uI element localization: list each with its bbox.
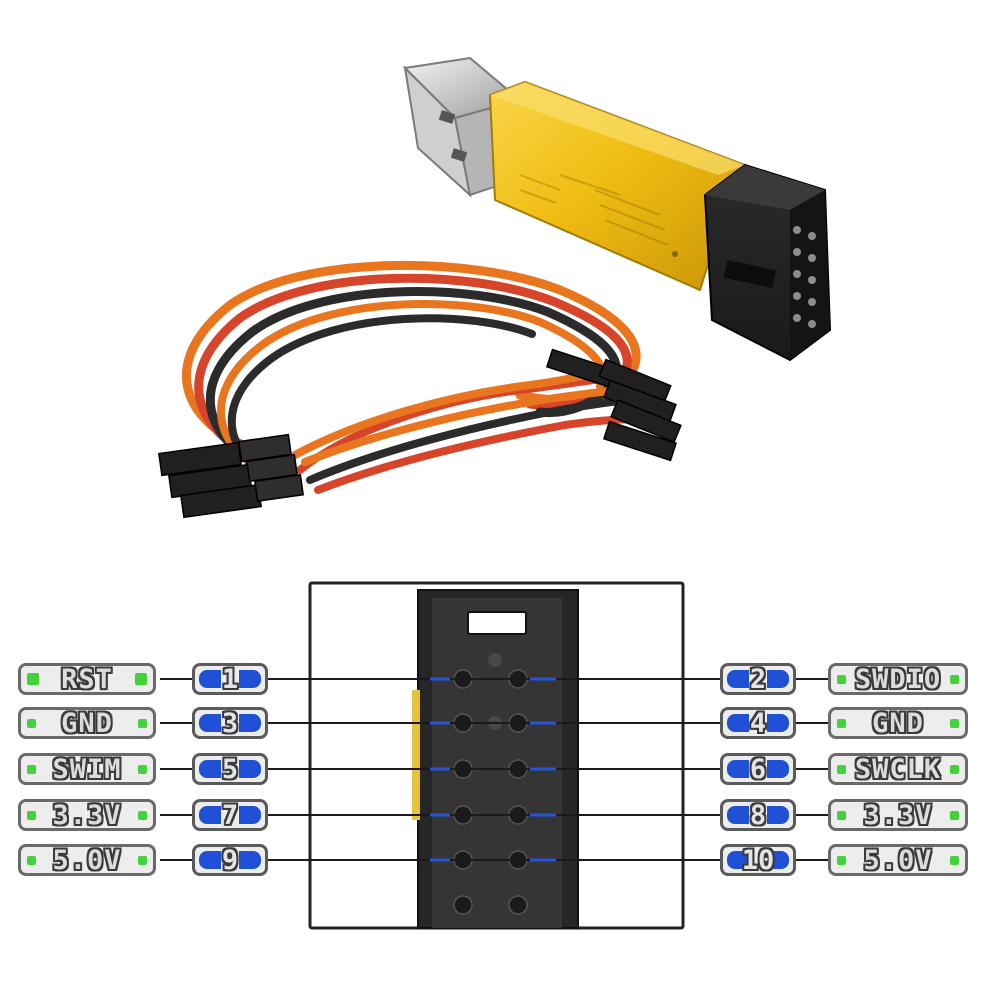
pin-number-10: 10	[720, 844, 796, 876]
dupont-housings-right	[545, 348, 682, 462]
connector-key-slot	[467, 611, 527, 635]
pin-label-swclk: SWCLK	[828, 753, 968, 785]
pin-number-4: 4	[720, 707, 796, 739]
pin-number-7: 7	[192, 799, 268, 831]
pinout-diagram	[160, 581, 840, 930]
dupont-housings-left	[158, 433, 305, 519]
pin-number-6: 6	[720, 753, 796, 785]
pin-label-5v0-right: 5.0V	[828, 844, 968, 876]
pin-number-1: 1	[192, 663, 268, 695]
pin-label-gnd-left: GND	[18, 707, 156, 739]
pin-label-3v3-right: 3.3V	[828, 799, 968, 831]
pin-number-3: 3	[192, 707, 268, 739]
pin-number-5: 5	[192, 753, 268, 785]
pin-label-rst: RST	[18, 663, 156, 695]
pin-label-swim: SWIM	[18, 753, 156, 785]
dongle-shell	[488, 80, 747, 292]
pin-number-8: 8	[720, 799, 796, 831]
pin-marker-lines	[430, 677, 556, 862]
pin-label-gnd-right: GND	[828, 707, 968, 739]
pin-label-3v3-left: 3.3V	[18, 799, 156, 831]
pin-label-swdio: SWDIO	[828, 663, 968, 695]
usb-dongle	[402, 56, 832, 362]
pin-number-9: 9	[192, 844, 268, 876]
pin-number-2: 2	[720, 663, 796, 695]
pin-label-5v0-left: 5.0V	[18, 844, 156, 876]
